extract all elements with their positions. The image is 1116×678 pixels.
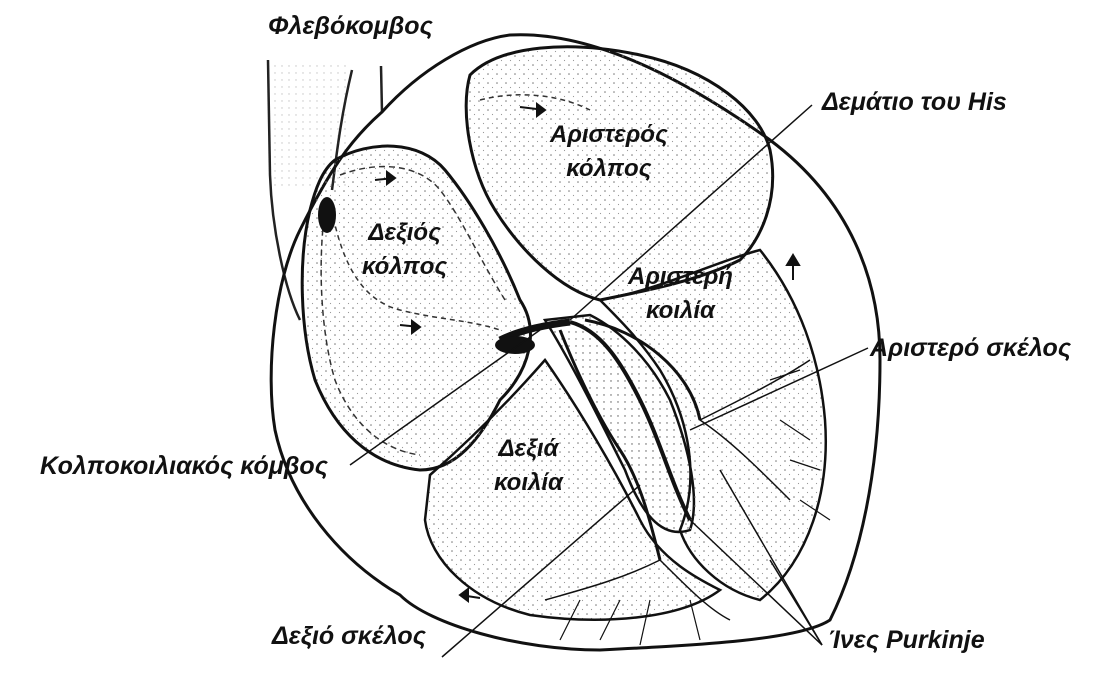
label-bundle-of-his: Δεμάτιο του His [822,88,1007,117]
label-left-atrium: Αριστερός κόλπος [550,118,668,186]
label-left-atrium-line1: Αριστερός [550,118,668,152]
label-left-bundle-branch: Αριστερό σκέλος [870,334,1071,363]
label-right-ventricle: Δεξιά κοιλία [494,432,563,500]
label-right-atrium: Δεξιός κόλπος [362,216,447,284]
label-right-atrium-line2: κόλπος [362,250,447,284]
label-right-bundle-branch: Δεξιό σκέλος [272,622,426,651]
label-right-ventricle-line1: Δεξιά [494,432,563,466]
label-sinus-node: Φλεβόκομβος [268,12,433,41]
label-left-ventricle: Αριστερή κοιλία [628,260,733,328]
label-left-atrium-line2: κόλπος [550,152,668,186]
label-purkinje-fibers: Ίνες Purkinje [828,626,985,655]
label-left-ventricle-line1: Αριστερή [628,260,733,294]
sinus-node [318,197,336,233]
label-right-atrium-line1: Δεξιός [362,216,447,250]
label-right-ventricle-line2: κοιλία [494,466,563,500]
label-left-ventricle-line2: κοιλία [628,294,733,328]
label-av-node: Κολποκοιλιακός κόμβος [40,452,328,481]
